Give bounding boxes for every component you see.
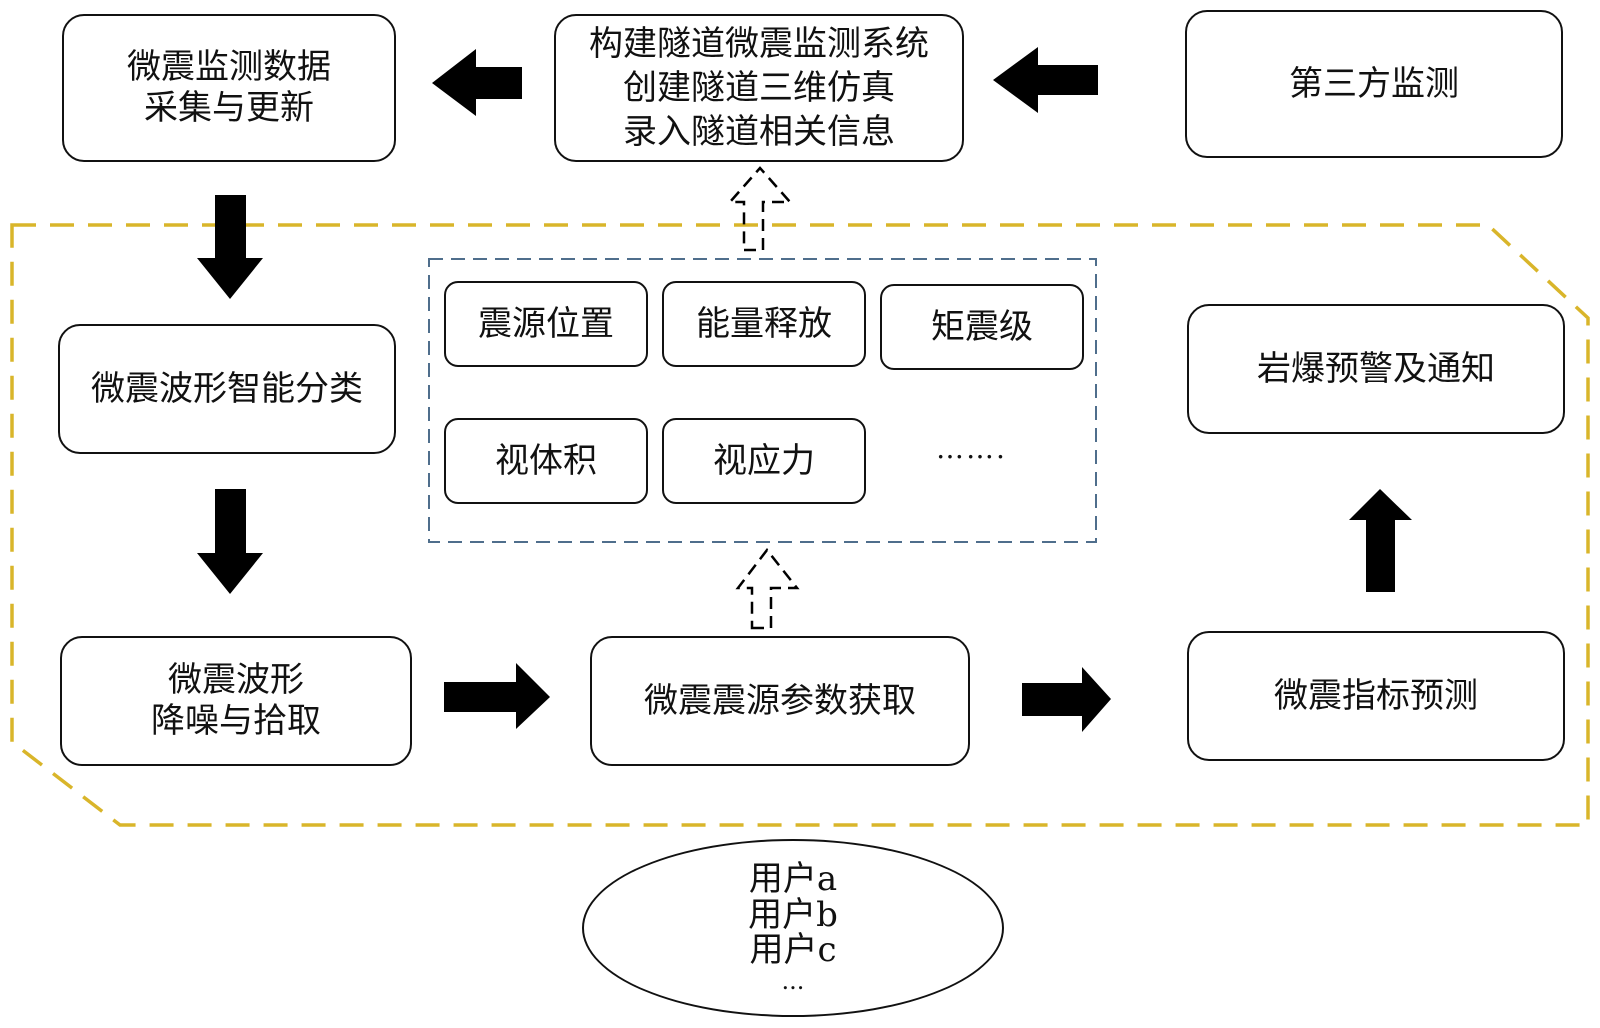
param-apparent-stress-label: 视应力: [713, 440, 815, 481]
waveform-classification-box: 微震波形智能分类: [58, 324, 396, 454]
users-ellipse: 用户a 用户b 用户c ...: [582, 839, 1004, 1017]
param-moment-magnitude: 矩震级: [880, 284, 1084, 370]
data-collection-box: 微震监测数据 采集与更新: [62, 14, 396, 162]
third-party-label: 第三方监测: [1289, 63, 1459, 104]
third-party-box: 第三方监测: [1185, 10, 1563, 158]
param-energy-release: 能量释放: [662, 281, 866, 367]
arrow-third-party-to-system: [993, 47, 1098, 113]
arrow-classification-to-denoise: [197, 489, 263, 594]
data-collection-line-1: 微震监测数据: [127, 47, 331, 88]
param-energy-release-label: 能量释放: [696, 303, 832, 344]
source-params-label: 微震震源参数获取: [644, 680, 916, 721]
parameters-group-border: [428, 258, 1097, 543]
arrow-group-to-system: [727, 166, 793, 252]
rockburst-warning-box: 岩爆预警及通知: [1187, 304, 1565, 434]
denoise-pick-line-2: 降噪与拾取: [151, 701, 321, 741]
build-system-line-1: 构建隧道微震监测系统: [589, 23, 929, 64]
user-b: 用户b: [748, 894, 838, 935]
arrow-prediction-to-warning: [1349, 489, 1412, 592]
data-collection-line-2: 采集与更新: [144, 88, 314, 128]
param-source-location: 震源位置: [444, 281, 648, 367]
param-apparent-stress: 视应力: [662, 418, 866, 504]
arrow-source-params-to-parameters: [735, 547, 800, 630]
denoise-pick-line-1: 微震波形: [168, 660, 304, 701]
param-apparent-volume: 视体积: [444, 418, 648, 504]
param-apparent-volume-label: 视体积: [495, 440, 597, 481]
arrow-data-collection-to-classification: [197, 195, 263, 299]
rockburst-warning-label: 岩爆预警及通知: [1257, 348, 1495, 389]
build-system-line-3: 录入隧道相关信息: [623, 112, 895, 153]
denoise-pick-box: 微震波形 降噪与拾取: [60, 636, 412, 766]
arrow-source-params-to-prediction: [1022, 667, 1111, 732]
waveform-classification-label: 微震波形智能分类: [91, 368, 363, 409]
arrow-denoise-to-source-params: [444, 663, 550, 729]
arrow-system-to-data-collection: [432, 49, 522, 116]
indicator-prediction-box: 微震指标预测: [1187, 631, 1565, 761]
build-system-line-2: 创建隧道三维仿真: [623, 67, 895, 108]
param-source-location-label: 震源位置: [478, 303, 614, 344]
param-more-ellipsis: …….: [936, 432, 1007, 465]
indicator-prediction-label: 微震指标预测: [1274, 675, 1478, 716]
param-moment-magnitude-label: 矩震级: [931, 306, 1033, 347]
source-params-box: 微震震源参数获取: [590, 636, 970, 766]
user-c: 用户c: [749, 930, 837, 971]
users-more: ...: [781, 966, 805, 995]
user-a: 用户a: [748, 858, 838, 899]
build-system-box: 构建隧道微震监测系统 创建隧道三维仿真 录入隧道相关信息: [554, 14, 964, 162]
